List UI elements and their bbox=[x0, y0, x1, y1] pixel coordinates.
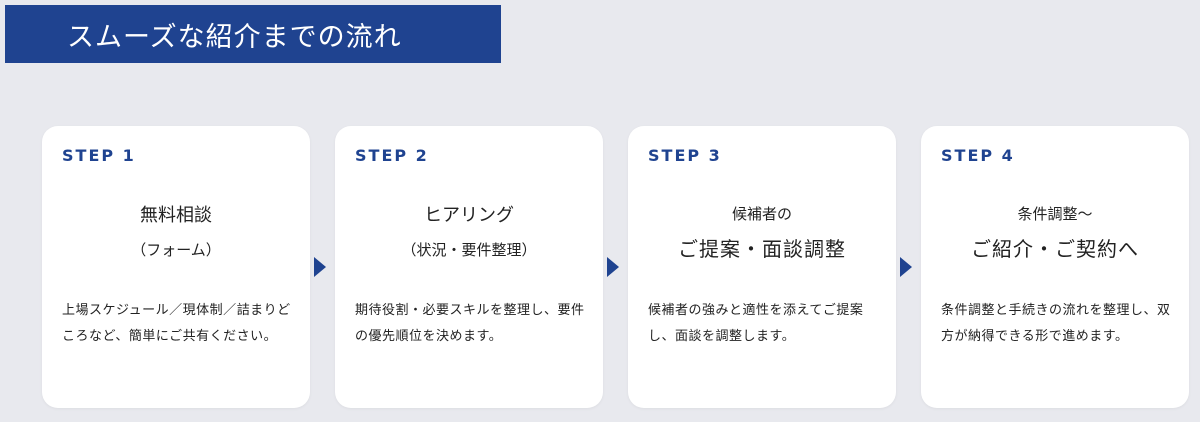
step-description: 上場スケジュール／現体制／詰まりどころなど、簡単にご共有ください。 bbox=[62, 303, 291, 344]
step-label: STEP 1 bbox=[62, 146, 136, 165]
step-card-1: STEP 1 無料相談 （フォーム） 上場スケジュール／現体制／詰まりどころなど… bbox=[42, 126, 310, 408]
step-card-2: STEP 2 ヒアリング （状況・要件整理） 期待役割・必要スキルを整理し、要件… bbox=[335, 126, 603, 408]
chevron-right-icon bbox=[900, 257, 912, 277]
step-label: STEP 4 bbox=[941, 146, 1015, 165]
step-title-large: ご提案・面談調整 bbox=[678, 237, 846, 261]
step-description: 候補者の強みと適性を添えてご提案し、面談を調整します。 bbox=[648, 303, 864, 344]
step-title: 候補者の ご提案・面談調整 bbox=[628, 204, 896, 262]
section-heading: スムーズな紹介までの流れ bbox=[67, 21, 402, 53]
step-title: 無料相談 （フォーム） bbox=[42, 204, 310, 260]
chevron-right-icon bbox=[314, 257, 326, 277]
chevron-right-icon bbox=[607, 257, 619, 277]
step-title-small: 候補者の bbox=[731, 205, 792, 223]
step-title-large: ご紹介・ご契約へ bbox=[971, 237, 1139, 261]
step-title-main: 無料相談 bbox=[140, 205, 212, 226]
step-card-3: STEP 3 候補者の ご提案・面談調整 候補者の強みと適性を添えてご提案し、面… bbox=[628, 126, 896, 408]
step-title-small: 条件調整〜 bbox=[1017, 205, 1093, 223]
step-title-sub: （フォーム） bbox=[131, 241, 221, 259]
step-label: STEP 2 bbox=[355, 146, 429, 165]
step-label: STEP 3 bbox=[648, 146, 722, 165]
section-heading-banner: スムーズな紹介までの流れ bbox=[5, 5, 501, 63]
step-title-main: ヒアリング bbox=[424, 205, 514, 226]
steps-flow: STEP 1 無料相談 （フォーム） 上場スケジュール／現体制／詰まりどころなど… bbox=[42, 126, 1190, 408]
step-description: 期待役割・必要スキルを整理し、要件の優先順位を決めます。 bbox=[355, 303, 585, 344]
step-title-sub: （状況・要件整理） bbox=[401, 241, 537, 259]
step-description: 条件調整と手続きの流れを整理し、双方が納得できる形で進めます。 bbox=[941, 303, 1171, 344]
step-card-4: STEP 4 条件調整〜 ご紹介・ご契約へ 条件調整と手続きの流れを整理し、双方… bbox=[921, 126, 1189, 408]
step-title: ヒアリング （状況・要件整理） bbox=[335, 204, 603, 260]
step-title: 条件調整〜 ご紹介・ご契約へ bbox=[921, 204, 1189, 262]
